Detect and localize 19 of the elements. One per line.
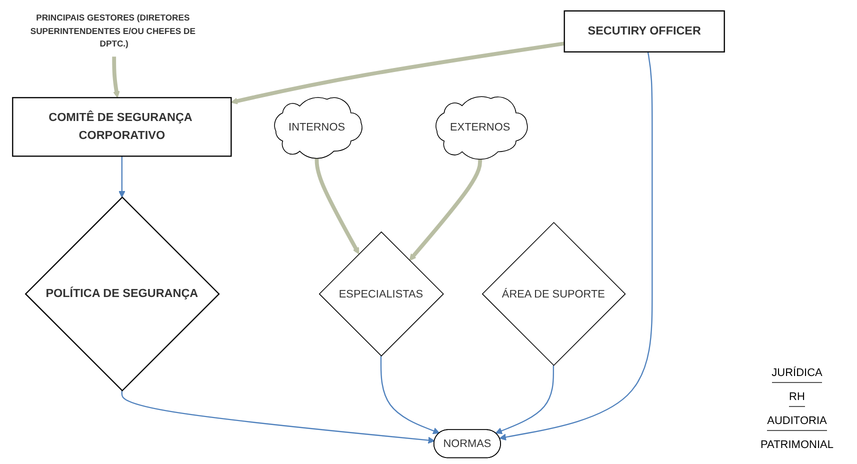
department-label: JURÍDICA bbox=[772, 367, 822, 383]
arrow bbox=[118, 156, 126, 198]
department-label: PATRIMONIAL bbox=[760, 439, 834, 453]
node-box: SECUTIRY OFFICER bbox=[564, 10, 725, 52]
arrow bbox=[495, 365, 554, 434]
arrow bbox=[314, 157, 360, 254]
arrow bbox=[499, 52, 653, 441]
arrow bbox=[121, 390, 435, 444]
node-diamond: ESPECIALISTAS bbox=[318, 231, 444, 356]
arrow bbox=[230, 42, 565, 104]
node-box: COMITÊ DE SEGURANÇA CORPORATIVO bbox=[12, 97, 232, 157]
arrow bbox=[409, 158, 482, 261]
arrow bbox=[112, 56, 120, 98]
department-label: RH bbox=[789, 391, 805, 407]
department-label: AUDITORIA bbox=[767, 415, 827, 431]
node-diamond: ÁREA DE SUPORTE bbox=[482, 222, 626, 366]
node-diamond: POLÍTICA DE SEGURANÇA bbox=[24, 196, 220, 392]
arrow bbox=[380, 356, 440, 434]
node-text: PRINCIPAIS GESTORES (DIRETORES SUPERINTENDENTES E/OU CHEFES DE DPTC.) bbox=[30, 14, 196, 49]
